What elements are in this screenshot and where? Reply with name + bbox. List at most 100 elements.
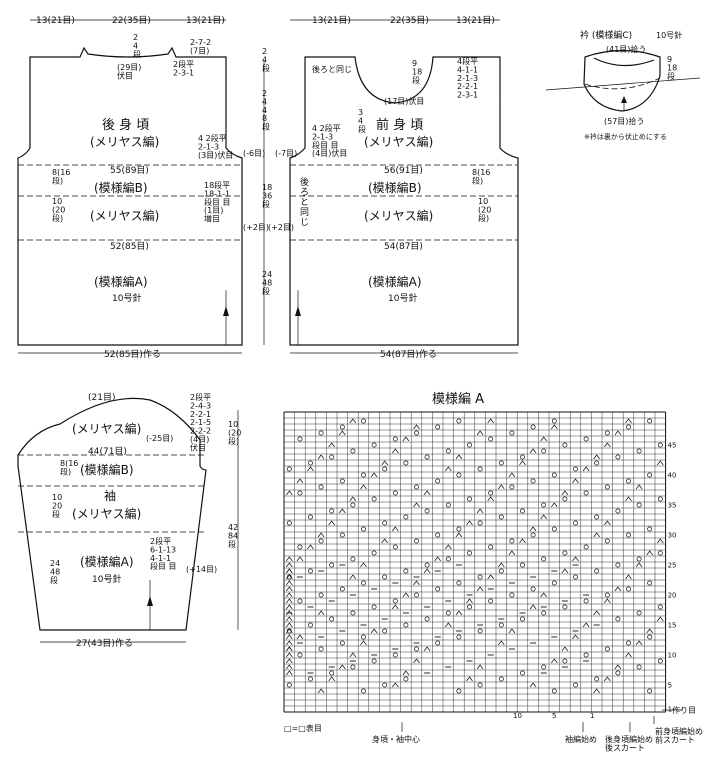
front-top-right: 13(21目) (456, 15, 495, 26)
chart-note-back: 後身頃編始め後スカート (605, 734, 653, 752)
sleeve-needle: 10号針 (92, 573, 121, 585)
collar-note: ※衿は裏から伏止めにする (584, 132, 667, 141)
sleeve-name: 袖 (104, 488, 116, 503)
front-arm-dec: (-7目) (275, 149, 297, 158)
chart-note-sleeve: 袖編始め (565, 734, 597, 744)
back-top-right: 13(21目) (186, 15, 225, 26)
front-needle: 10号針 (388, 292, 417, 304)
sleeve-mer1: (メリヤス編) (72, 421, 141, 436)
front-top-mid: 22(35目) (390, 15, 429, 26)
back-mer: (メリヤス編) (90, 208, 159, 223)
chart-row-label: 5 (668, 682, 672, 690)
back-patB: (模様編B) (94, 180, 148, 195)
front-neck-center: (17目)伏目 (384, 96, 424, 106)
back-top-left: 13(21目) (36, 15, 75, 26)
collar-piece (545, 49, 701, 112)
front-width-b: 54(87目) (384, 241, 423, 252)
sleeve-patB: (模様編B) (80, 462, 134, 477)
back-width-a: 55(89目) (110, 165, 149, 176)
front-patA: (模様編A) (368, 274, 422, 289)
sleeve-patA: (模様編A) (80, 554, 134, 569)
chart-row-label: 30 (668, 532, 677, 540)
chart-row-label: 10 (668, 652, 677, 660)
front-same: 後ろと同じ (312, 64, 352, 74)
back-top-mid: 22(35目) (112, 15, 151, 26)
chart-title: 模様編 A (432, 391, 484, 407)
chart-col-10: 10 (513, 712, 522, 720)
chart-row-label: 45 (668, 442, 677, 450)
chart-row-label: 40 (668, 472, 677, 480)
collar-title: 衿 (模様編C) (580, 29, 632, 41)
back-body-piece (17, 19, 265, 354)
chart-row-labels: 45 40 35 30 25 20 15 10 5 1 (668, 442, 677, 714)
front-patB: (模様編B) (368, 180, 422, 195)
collar-bottom: (57目)拾う (604, 116, 644, 126)
chart-col-1: 1 (590, 712, 594, 720)
chart-row-label: 15 (668, 622, 677, 630)
collar-top: (41目)拾う (606, 44, 646, 54)
chart-note-center: 身頃・袖中心 (372, 734, 420, 744)
chart-col-5: 5 (552, 712, 556, 720)
sleeve-inc: (+14目) (186, 565, 217, 574)
sleeve-mer2: (メリヤス編) (72, 506, 141, 521)
front-body-piece (289, 19, 519, 354)
sleeve-bottom: 27(43目)作る (76, 637, 133, 649)
back-neck-rule: 2-7-2(7目) (190, 38, 211, 55)
chart-row-label: 35 (668, 502, 677, 510)
front-inc-total: (+2目) (268, 223, 294, 232)
sleeve-top: (21目) (88, 392, 115, 403)
sleeve-piece (17, 397, 239, 643)
chart-note-start: 作り目 (672, 705, 696, 715)
sleeve-cap-dec: (-25目) (146, 434, 173, 443)
back-neck-center: (29目)伏目 (117, 63, 141, 80)
back-bottom: 52(85目)作る (104, 348, 161, 360)
back-sub: (メリヤス編) (90, 134, 159, 149)
back-patA: (模様編A) (94, 274, 148, 289)
front-same-v: 後ろと同じ (300, 176, 309, 228)
front-title: 前 身 頃 (376, 117, 423, 133)
back-title: 後 身 頃 (102, 117, 149, 133)
collar-needle: 10号針 (656, 30, 682, 40)
chart-row-label: 20 (668, 592, 677, 600)
front-sub: (メリヤス編) (364, 134, 433, 149)
sleeve-width: 44(71目) (88, 446, 127, 457)
front-mer: (メリヤス編) (364, 208, 433, 223)
front-top-left: 13(21目) (312, 15, 351, 26)
front-width-a: 56(91目) (384, 165, 423, 176)
back-arm-dec: (-6目) (243, 149, 265, 158)
chart-row-label: 1 (668, 706, 672, 714)
chart-row-label: 25 (668, 562, 677, 570)
back-inc-total: (+2目) (243, 223, 269, 232)
chart-note-front: 前身頃編始め前スカート (655, 726, 703, 744)
front-bottom: 54(87目)作る (380, 348, 437, 360)
stitch-chart-grid (283, 411, 667, 713)
back-needle: 10号針 (112, 292, 141, 304)
back-width-b: 52(85目) (110, 241, 149, 252)
chart-legend: □=□表目 (284, 723, 322, 733)
